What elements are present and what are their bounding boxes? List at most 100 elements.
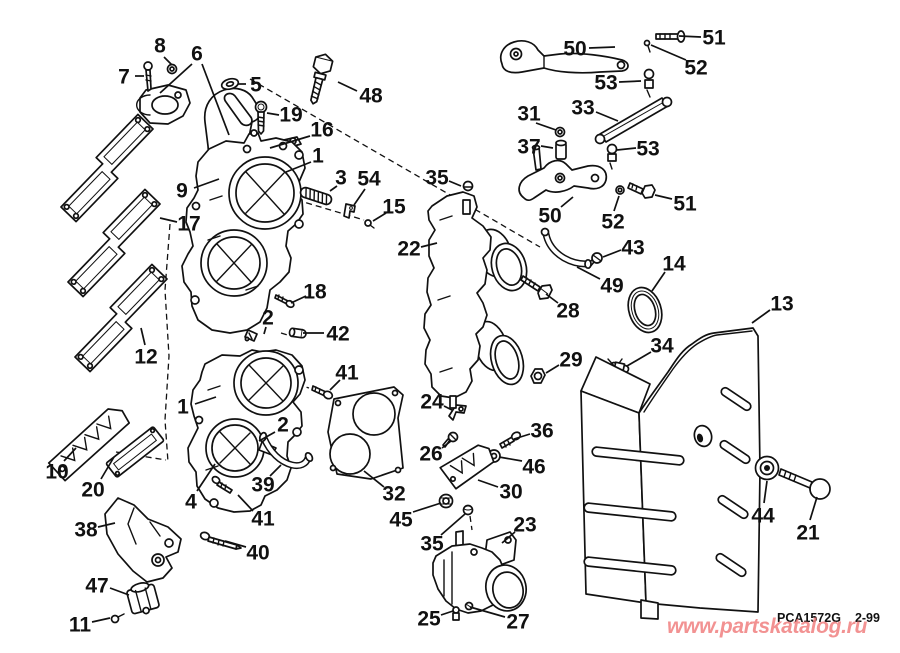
plug-42 [288,327,307,339]
callout-leader-line [441,440,452,449]
callout-leader-line [100,456,115,480]
part-number-label: 9 [176,180,188,203]
part-number-label: 52 [601,211,624,234]
watermark-text: www.partskatalog.ru [667,615,868,638]
callout-leader-line [91,617,111,623]
part-number-label: 40 [246,542,269,565]
spring-clip [343,203,356,219]
ball-stud-53-upper [643,68,655,98]
callout-leader-line [576,266,601,280]
callout-leader-line [266,112,280,116]
callout-leader-line [140,327,146,346]
part-number-label: 53 [594,72,617,95]
nut-31 [554,126,566,138]
callout-leader-line [269,464,282,477]
part-number-label: 39 [251,474,274,497]
callout-leader-line [263,326,267,335]
lever-50-lower [518,144,608,202]
callout-leader-line [626,351,652,367]
part-number-label: 32 [382,483,405,506]
callout-leader-line [159,217,178,223]
callout-leader-line [201,63,230,136]
callout-leader-line [535,122,557,131]
part-number-label: 7 [118,66,130,89]
diagram-code: PCA1572G 2-99 [777,611,880,625]
callout-leader-line [258,431,276,442]
part-number-label: 2 [262,307,274,330]
callout-leader-line [678,35,702,38]
part-number-label: 44 [751,505,775,528]
part-number-label: 42 [326,323,349,346]
callout-leader-line [109,587,130,596]
fitting-25 [452,606,460,621]
nut-45 [438,493,454,509]
reed-valve-assembly [47,408,131,482]
callout-leader-line [285,161,312,173]
callout-leader-line [440,513,466,536]
part-number-label: 4 [185,491,197,514]
carburetor-body-upper [181,129,306,334]
callout-leader-line [540,145,554,149]
part-number-label: 26 [419,443,442,466]
part-number-label: 28 [556,300,580,323]
carb-mount-gasket [327,386,404,480]
part-number-label: 46 [522,456,545,479]
ball-stud-53-lower [606,143,618,170]
part-number-label: 11 [69,614,92,637]
link-arm-49 [540,227,592,270]
bolt-19 [254,100,268,135]
part-number-label: 38 [74,519,98,542]
callout-leader-line [269,135,311,149]
callout-leader-line [63,447,77,462]
cover-13 [580,327,761,620]
callout-leader-line [545,364,560,374]
part-number-label: 16 [310,119,333,142]
callout-leader-line [420,242,438,248]
part-number-label: 47 [85,575,108,598]
part-number-label: 13 [770,293,793,316]
nut-29 [530,368,546,384]
callout-leader-line [560,196,574,208]
washer-44 [754,455,780,481]
reed-block-30 [439,444,495,490]
washer-5 [220,77,240,91]
part-number-label: 53 [636,138,659,161]
part-number-label: 3 [335,167,347,190]
part-number-label: 8 [154,35,166,58]
screw-41-lower [211,475,233,494]
throttle-spring [299,186,333,206]
callout-leader-line [595,111,619,122]
part-number-label: 51 [673,193,697,216]
part-number-label: 22 [397,238,420,261]
part-number-label: 36 [530,420,553,443]
callout-leader-line [651,271,666,292]
nut-52-lower [615,185,625,195]
part-number-label: 50 [538,205,561,228]
callout-leader-line [469,606,506,618]
callout-leader-line [353,188,366,206]
callout-leader-line [751,309,771,324]
part-number-label: 6 [191,43,203,66]
part-number-label: 25 [417,608,441,631]
pin-52-upper [643,39,651,53]
part-number-label: 24 [420,391,444,414]
part-number-label: 49 [600,275,623,298]
callout-leader-line [443,405,453,411]
screw-40 [199,531,242,550]
callout-leader-line [337,81,358,92]
callout-leader-line [412,502,442,513]
reed-gasket [105,426,165,478]
cable-clamp [126,582,160,615]
part-number-label: 18 [303,281,327,304]
part-number-label: 35 [425,167,449,190]
diagram-code-number: PCA1572G [777,611,841,625]
diagram-code-revision: 2-99 [855,611,880,625]
bolt-51-lower [627,182,656,199]
cam-screw [143,61,153,92]
part-number-label: 2 [277,414,289,437]
part-number-label: 41 [251,508,275,531]
part-number-label: 5 [250,74,262,97]
clamp-screw [110,613,125,624]
